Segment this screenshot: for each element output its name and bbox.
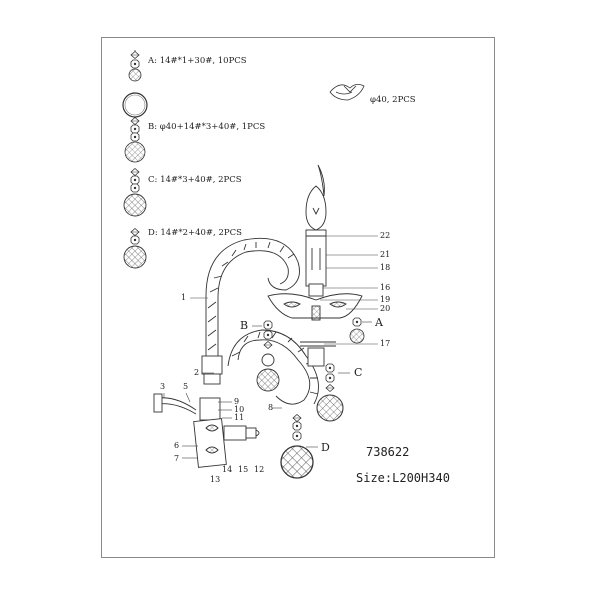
callout-b: B: [240, 319, 249, 332]
pendant-c-icon: [123, 168, 147, 217]
callout-16: 16: [380, 283, 391, 292]
callout-14: 14: [222, 465, 233, 474]
callout-13: 13: [210, 475, 221, 484]
part-a-spec: A: 14#*1+30#, 10PCS: [148, 56, 247, 66]
pendant-d-icon: [123, 228, 147, 269]
pendant-d-hanging: [280, 414, 314, 479]
bobeche-icon: [329, 84, 365, 101]
part-c-spec: C: 14#*3+40#, 2PCS: [148, 175, 242, 185]
pendant-a-hanging: [349, 317, 365, 344]
candle-bulb-icon: [305, 164, 327, 231]
leader-lines: [163, 235, 378, 459]
lower-arm: [227, 329, 319, 405]
callout-a: A: [375, 316, 383, 329]
callout-3: 3: [160, 382, 166, 391]
callout-12: 12: [254, 465, 265, 474]
model-number: 738622: [366, 445, 410, 459]
callout-c: C: [354, 366, 363, 379]
callout-2: 2: [194, 368, 200, 377]
callout-21: 21: [380, 250, 391, 259]
callout-6: 6: [174, 441, 180, 450]
pendant-b-icon: [122, 92, 148, 163]
callout-15: 15: [238, 465, 249, 474]
candle-cup: [267, 293, 363, 321]
pendant-a-icon: [128, 50, 142, 82]
callout-20: 20: [380, 304, 391, 313]
callout-5: 5: [183, 382, 189, 391]
callout-22: 22: [380, 231, 391, 240]
wall-mount: [153, 393, 260, 468]
part-b-spec: B: φ40+14#*3+40#, 1PCS: [148, 122, 266, 132]
size-label: Size:L200H340: [356, 471, 450, 485]
callout-10: 10: [234, 405, 245, 414]
bobeche-spec: φ40, 2PCS: [370, 95, 416, 105]
candle-sleeve: [305, 229, 327, 297]
callout-7: 7: [174, 454, 180, 463]
callout-8: 8: [268, 403, 274, 412]
part-d-spec: D: 14#*2+40#, 2PCS: [148, 228, 242, 238]
arm-collar: [201, 355, 223, 385]
callout-d: D: [321, 441, 330, 454]
upper-arm: [205, 237, 300, 360]
callout-9: 9: [234, 397, 240, 406]
callout-18: 18: [380, 263, 391, 272]
center-stem: [300, 341, 336, 367]
callout-1: 1: [181, 293, 187, 302]
pendant-c-hanging: [316, 363, 344, 422]
pendant-b-hanging: [256, 320, 280, 392]
callout-11: 11: [234, 413, 245, 422]
callout-17: 17: [380, 339, 391, 348]
drawing-border: [101, 37, 495, 558]
callout-19: 19: [380, 295, 391, 304]
